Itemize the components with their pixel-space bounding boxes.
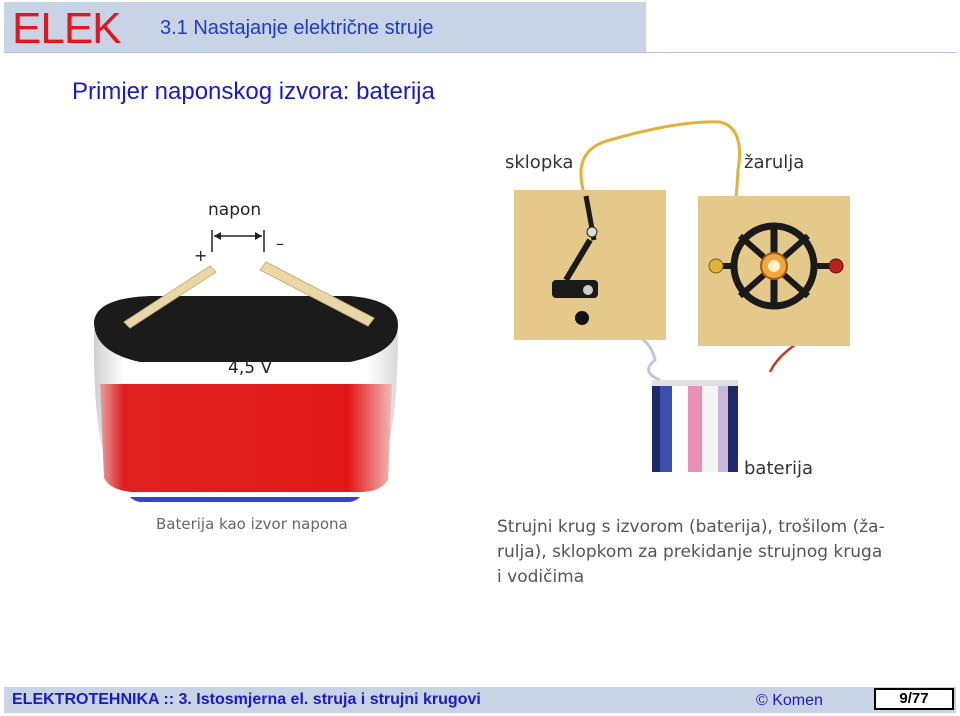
footer: ELEKTROTEHNIKA :: 3. Istosmjerna el. str…: [4, 687, 956, 713]
switch-lever: [563, 238, 593, 282]
footer-copyright: © Komen: [756, 692, 823, 709]
logo: ELEK: [12, 4, 122, 53]
circuit-caption-line-3: i vodičima: [497, 567, 585, 587]
footer-course: ELEKTROTEHNIKA :: 3. Istosmjerna el. str…: [12, 691, 481, 708]
header-title-panel: [146, 2, 646, 52]
napon-label: napon: [208, 200, 262, 220]
circuit-caption-line-2: rulja), sklopkom za prekidanje strujnog …: [497, 542, 883, 562]
battery-bottom-edge: [130, 497, 360, 502]
battery-voltage-label: 4,5 V: [228, 358, 273, 378]
positive-terminal: [123, 265, 217, 329]
minus-sign: –: [276, 234, 284, 253]
section-title: 3.1 Nastajanje električne struje: [160, 17, 434, 39]
header-divider: [4, 52, 956, 53]
sklopka-label: sklopka: [505, 152, 574, 173]
circuit-caption: Strujni krug s izvorom (baterija), troši…: [497, 515, 917, 590]
header: ELEK 3.1 Nastajanje električne struje: [0, 0, 960, 54]
header-logo-panel: [4, 2, 146, 52]
battery-red-band: [100, 384, 392, 492]
negative-terminal: [259, 261, 375, 327]
baterija-label: baterija: [744, 458, 814, 479]
page-number: 9/77: [874, 688, 954, 710]
zarulja-label: žarulja: [744, 152, 805, 173]
slide-title: Primjer naponskog izvora: baterija: [72, 78, 435, 105]
battery-top: [94, 296, 398, 362]
battery-caption: Baterija kao izvor napona: [156, 515, 348, 533]
circuit-caption-line-1: Strujni krug s izvorom (baterija), troši…: [497, 517, 885, 537]
plus-sign: +: [194, 246, 208, 265]
